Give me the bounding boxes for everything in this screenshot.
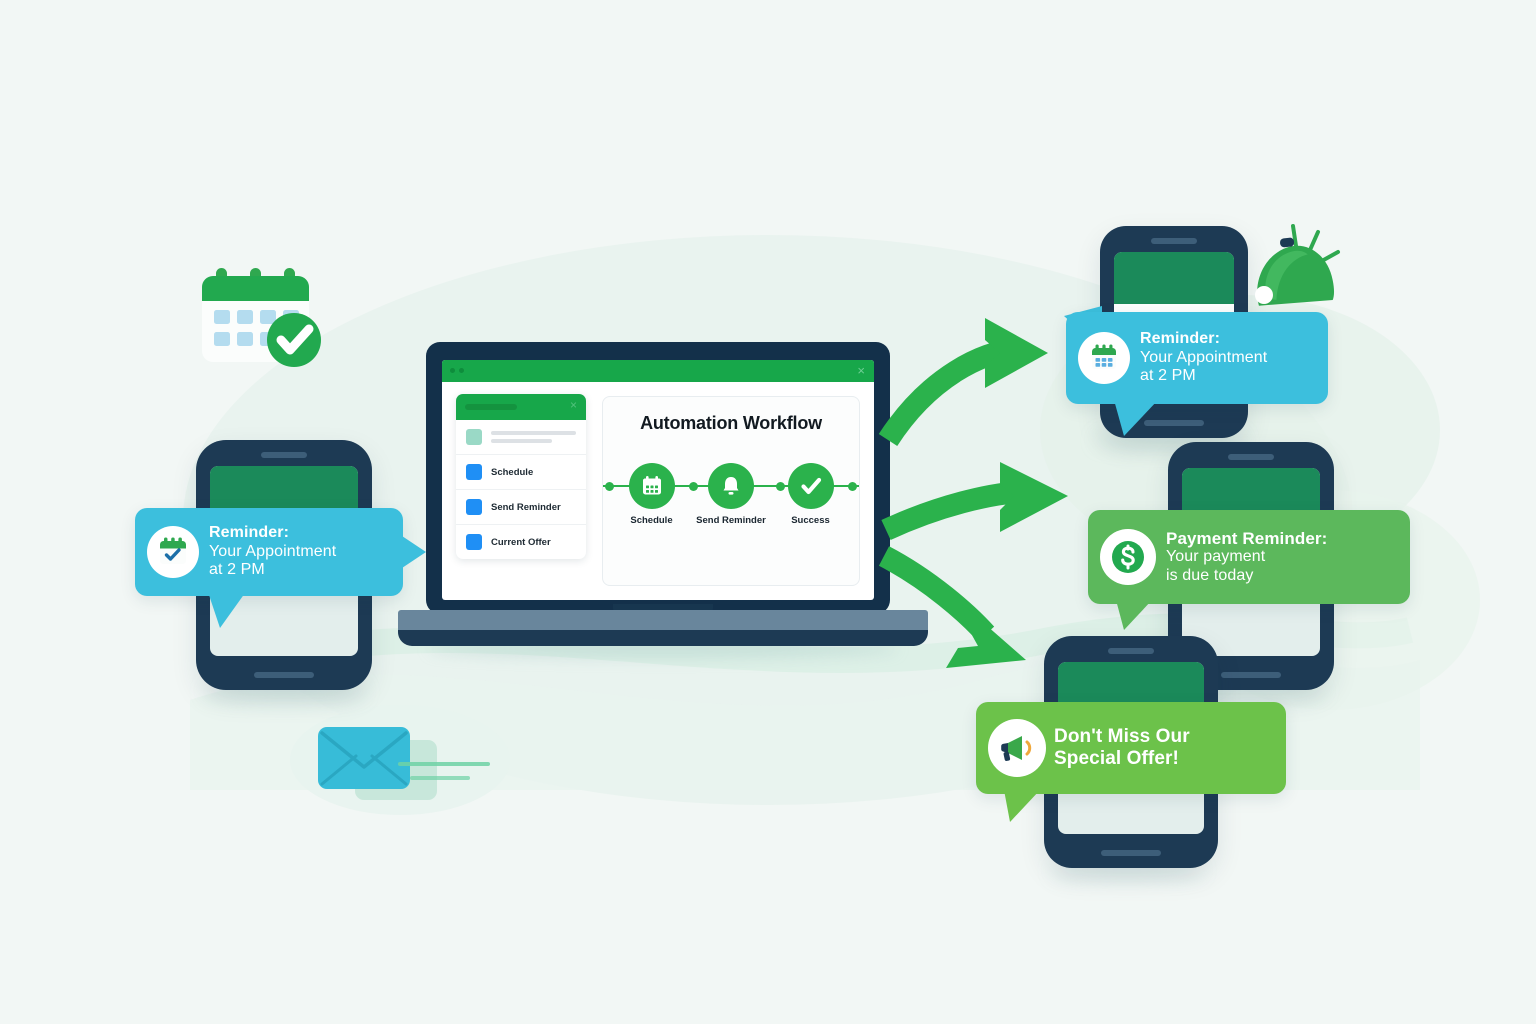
placeholder-lines bbox=[491, 431, 576, 443]
bubble-tail-left bbox=[396, 532, 426, 572]
calendar-icon bbox=[628, 463, 675, 509]
phone-home-indicator bbox=[1144, 420, 1204, 426]
swatch-icon bbox=[466, 429, 482, 445]
workflow-dot bbox=[776, 482, 785, 491]
laptop-hinge-notch bbox=[613, 604, 713, 614]
workflow-title: Automation Workflow bbox=[640, 413, 822, 433]
notification-title: Reminder: bbox=[209, 524, 290, 542]
workflow-step-label: Success bbox=[791, 515, 830, 526]
laptop[interactable]: × × Schedule bbox=[398, 342, 928, 658]
sidebar-panel-header: × bbox=[456, 394, 586, 420]
notification-special-offer[interactable]: Don't Miss Our Special Offer! bbox=[976, 702, 1286, 794]
notification-body-line1: Your Appointment bbox=[1140, 348, 1268, 366]
workflow-dot bbox=[605, 482, 614, 491]
sidebar-row-schedule[interactable]: Schedule bbox=[456, 455, 586, 490]
swatch-icon bbox=[466, 534, 482, 550]
phone-speaker-icon bbox=[1151, 238, 1197, 244]
envelope-decoration bbox=[318, 727, 490, 800]
sidebar-row-placeholder[interactable] bbox=[456, 420, 586, 455]
dollar-coin-icon bbox=[1100, 529, 1156, 585]
workflow-step-label: Schedule bbox=[630, 515, 673, 526]
workflow-steps: Schedule Send Reminder bbox=[603, 457, 859, 526]
workflow-dot bbox=[848, 482, 857, 491]
workflow-panel: Automation Workflow bbox=[602, 396, 860, 586]
workflow-step-schedule[interactable]: Schedule bbox=[621, 463, 683, 526]
arrow-to-middle-phone-icon bbox=[881, 462, 1068, 540]
notification-title: Reminder: bbox=[1140, 330, 1221, 348]
sidebar-row-send-reminder[interactable]: Send Reminder bbox=[456, 490, 586, 525]
bubble-tail-special-offer bbox=[1004, 790, 1040, 822]
phone-speaker-icon bbox=[1228, 454, 1274, 460]
notification-body-line1: Your payment bbox=[1166, 548, 1266, 566]
phone-home-indicator bbox=[1221, 672, 1281, 678]
laptop-lid: × × Schedule bbox=[426, 342, 890, 614]
sidebar-close-icon[interactable]: × bbox=[569, 398, 577, 412]
workflow-dot bbox=[689, 482, 698, 491]
calendar-check-decoration bbox=[202, 268, 321, 367]
app-window-titlebar: × bbox=[442, 360, 874, 382]
notification-body-line2: at 2 PM bbox=[209, 561, 265, 579]
phone-home-indicator bbox=[254, 672, 314, 678]
workflow-step-label: Send Reminder bbox=[696, 515, 766, 526]
bubble-tail-top-right-down bbox=[1114, 400, 1158, 436]
notification-body-line2: at 2 PM bbox=[1140, 367, 1196, 385]
bubble-tail-left-down bbox=[206, 586, 250, 628]
notification-payment-reminder[interactable]: Payment Reminder: Your payment is due to… bbox=[1088, 510, 1410, 604]
phone-speaker-icon bbox=[261, 452, 307, 458]
arrow-to-top-phone-icon bbox=[878, 318, 1048, 447]
notification-body-line2: is due today bbox=[1166, 566, 1254, 584]
check-badge-icon bbox=[267, 313, 321, 367]
motion-lines-icon bbox=[398, 762, 490, 780]
workflow-step-success[interactable]: Success bbox=[780, 463, 842, 526]
envelope-icon bbox=[318, 727, 410, 789]
laptop-base bbox=[398, 610, 928, 632]
notification-top-right-appointment[interactable]: Reminder: Your Appointment at 2 PM bbox=[1066, 312, 1328, 404]
megaphone-icon bbox=[988, 719, 1046, 777]
window-close-icon[interactable]: × bbox=[857, 363, 865, 378]
sidebar-row-label: Schedule bbox=[491, 466, 534, 478]
sidebar-panel: × Schedule Send Reminder bbox=[456, 394, 586, 559]
sidebar-row-label: Current Offer bbox=[491, 536, 551, 548]
laptop-screen: × × Schedule bbox=[442, 360, 874, 600]
swatch-icon bbox=[466, 464, 482, 480]
window-dots-icon bbox=[450, 368, 464, 373]
sidebar-row-label: Send Reminder bbox=[491, 501, 561, 513]
swatch-icon bbox=[466, 499, 482, 515]
workflow-step-send-reminder[interactable]: Send Reminder bbox=[696, 463, 766, 526]
arrow-to-bottom-phone-icon bbox=[878, 546, 1026, 668]
notification-title: Don't Miss Our bbox=[1054, 725, 1190, 747]
laptop-base-lip bbox=[398, 630, 928, 646]
check-icon bbox=[787, 463, 834, 509]
notification-left-appointment[interactable]: Reminder: Your Appointment at 2 PM bbox=[135, 508, 403, 596]
phone-home-indicator bbox=[1101, 850, 1161, 856]
notification-title: Payment Reminder: bbox=[1166, 528, 1328, 548]
notification-body-line1: Special Offer! bbox=[1054, 748, 1179, 769]
bell-icon bbox=[708, 463, 754, 509]
phone-speaker-icon bbox=[1108, 648, 1154, 654]
notification-body-line1: Your Appointment bbox=[209, 542, 337, 560]
alarm-bell-decoration bbox=[1255, 224, 1340, 306]
calendar-check-icon bbox=[147, 526, 199, 578]
calendar-icon bbox=[1078, 332, 1130, 384]
sidebar-row-current-offer[interactable]: Current Offer bbox=[456, 525, 586, 559]
alarm-bell-icon bbox=[1255, 224, 1340, 306]
bubble-tail-payment bbox=[1116, 600, 1152, 630]
